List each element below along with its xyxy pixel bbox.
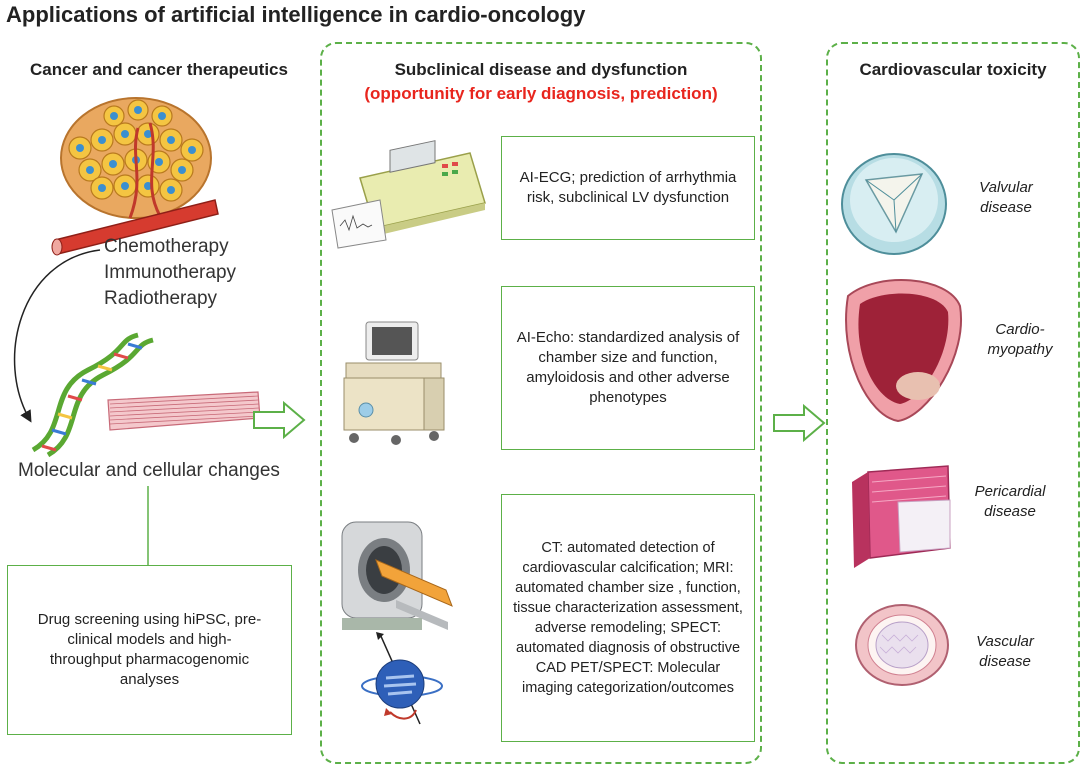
arrow-right-icon [773, 403, 826, 443]
drug-screening-box: Drug screening using hiPSC, pre-clinical… [7, 565, 292, 735]
vascular-illustration [855, 604, 949, 686]
pericardial-illustration [852, 465, 951, 568]
vascular-label-line1: Vascular [976, 633, 1034, 650]
middle-panel [320, 42, 762, 764]
middle-header: Subclinical disease and dysfunction [394, 60, 688, 79]
right-header: Cardiovascular toxicity [859, 60, 1047, 79]
left-header: Cancer and cancer therapeutics [30, 60, 288, 79]
vascular-label-line2: disease [979, 652, 1031, 670]
valvular-label-line2: disease [980, 198, 1032, 216]
tumor-illustration [51, 97, 219, 256]
pericardial-label-line2: disease [984, 502, 1036, 520]
therapy-chemotherapy: Chemotherapy [104, 236, 229, 257]
valvular-label-line1: Valvular [979, 179, 1033, 196]
therapy-immunotherapy: Immunotherapy [104, 262, 237, 283]
molecular-changes-label: Molecular and cellular changes [18, 460, 280, 481]
ct-scanner-illustration [341, 521, 453, 630]
ai-echo-box: AI-Echo: standardized analysis of chambe… [501, 286, 755, 450]
cardiomyopathy-label-line2: myopathy [987, 340, 1053, 358]
cardiomyopathy-label-line1: Cardio- [995, 321, 1045, 338]
valve-illustration [841, 153, 947, 255]
right-panel [826, 42, 1080, 764]
dna-muscle-illustration [31, 332, 261, 458]
arrow-right-icon [253, 400, 306, 440]
pericardial-label-line1: Pericardial [974, 483, 1046, 500]
echo-machine-illustration [343, 321, 445, 445]
therapy-radiotherapy: Radiotherapy [104, 288, 218, 309]
ecg-machine-illustration [331, 140, 486, 249]
middle-subheader: (opportunity for early diagnosis, predic… [364, 84, 718, 103]
ai-ecg-box: AI-ECG; prediction of arrhythmia risk, s… [501, 136, 755, 240]
cardiomyopathy-illustration [845, 279, 963, 423]
imaging-box: CT: automated detection of cardiovascula… [501, 494, 755, 742]
page-title: Applications of artificial intelligence … [6, 2, 586, 27]
spect-illustration [361, 632, 443, 725]
